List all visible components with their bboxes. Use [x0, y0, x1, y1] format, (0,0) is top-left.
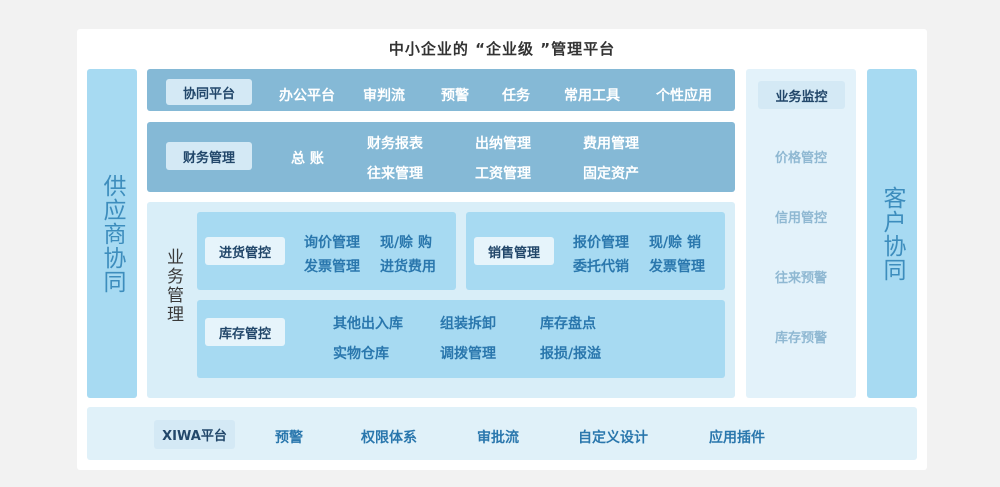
- supplier-collab-column: 供应商协同: [87, 69, 137, 398]
- finance-item: 工资管理: [475, 166, 531, 182]
- sales-item: 现/赊 销: [649, 235, 701, 251]
- platform-item: 自定义设计: [578, 430, 648, 446]
- business-monitor-tag: 业务监控: [758, 81, 845, 109]
- inventory-item: 实物仓库: [333, 346, 389, 362]
- monitor-item: 库存预警: [774, 331, 827, 346]
- finance-item: 固定资产: [583, 166, 639, 182]
- purchase-item: 现/赊 购: [380, 235, 432, 251]
- finance-item: 往来管理: [367, 166, 423, 182]
- sales-item: 委托代销: [573, 259, 629, 275]
- collab-item: 个性应用: [656, 88, 712, 104]
- inventory-item: 调拨管理: [440, 346, 496, 362]
- inventory-box: [197, 300, 725, 378]
- purchase-item: 发票管理: [304, 259, 360, 275]
- platform-item: 审批流: [477, 430, 519, 446]
- collab-item: 预警: [441, 88, 469, 104]
- platform-item: 预警: [275, 430, 303, 446]
- page-title: 中小企业的 “企业级 ”管理平台: [388, 40, 616, 58]
- collab-item: 任务: [502, 88, 530, 104]
- finance-item: 出纳管理: [475, 136, 531, 152]
- supplier-collab-label: 供应商协同: [99, 173, 125, 294]
- inventory-tag: 库存管控: [205, 318, 285, 346]
- finance-item: 财务报表: [367, 136, 423, 152]
- inventory-item: 其他出入库: [333, 316, 403, 332]
- monitor-item: 价格管控: [774, 151, 827, 166]
- customer-collab-column: 客户协同: [867, 69, 917, 398]
- purchase-tag: 进货管控: [205, 237, 285, 265]
- monitor-item: 信用管控: [774, 211, 827, 226]
- finance-item: 费用管理: [583, 136, 639, 152]
- platform-item: 应用插件: [709, 430, 765, 446]
- general-ledger-item: 总 账: [291, 151, 324, 167]
- business-monitor-panel: [746, 69, 856, 398]
- xiwa-platform-tag: XIWA平台: [154, 420, 235, 449]
- platform-item: 权限体系: [361, 430, 417, 446]
- inventory-item: 报损/报溢: [540, 346, 602, 362]
- purchase-item: 询价管理: [304, 235, 360, 251]
- collab-item: 办公平台: [279, 88, 335, 104]
- inventory-item: 组装拆卸: [440, 316, 496, 332]
- sales-tag: 销售管理: [474, 237, 554, 265]
- monitor-item: 往来预警: [774, 271, 827, 286]
- collab-platform-tag: 协同平台: [166, 79, 252, 105]
- finance-tag: 财务管理: [166, 142, 252, 170]
- purchase-item: 进货费用: [380, 259, 436, 275]
- customer-collab-label: 客户协同: [879, 185, 905, 282]
- inventory-item: 库存盘点: [540, 316, 596, 332]
- collab-item: 审判流: [363, 88, 405, 104]
- sales-item: 报价管理: [573, 235, 629, 251]
- collab-item: 常用工具: [564, 88, 620, 104]
- business-management-label: 业务管理: [163, 248, 183, 324]
- sales-item: 发票管理: [649, 259, 705, 275]
